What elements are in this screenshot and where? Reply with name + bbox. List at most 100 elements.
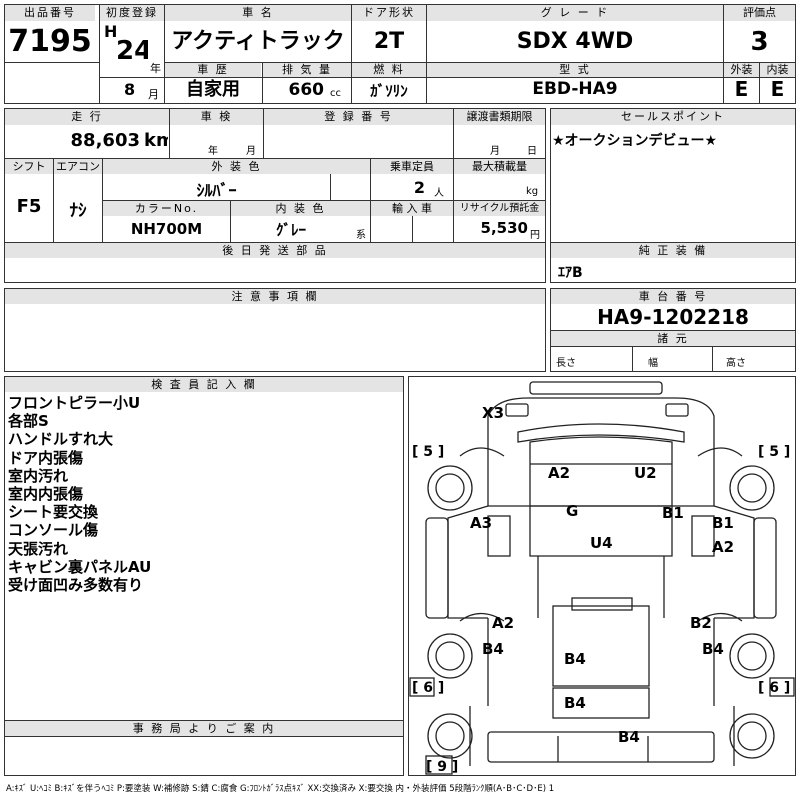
- notes-label: 注 意 事 項 欄: [5, 289, 545, 304]
- exterior-score: E: [734, 77, 749, 101]
- int-color-label: 内 装 色: [231, 201, 370, 216]
- office-label: 事 務 局 よ り ご 案 内: [5, 721, 403, 736]
- int-color: ｸﾞﾚｰ: [275, 221, 306, 239]
- shift-label: シフト: [5, 159, 53, 174]
- mark-a2-top: A2: [548, 464, 570, 482]
- inspector-line: 天張汚れ: [8, 539, 69, 558]
- capacity-unit: 人: [434, 188, 444, 199]
- lot-no-label: 出品番号: [5, 5, 95, 21]
- mileage-unit: km: [144, 130, 168, 151]
- inspector-line: 室内汚れ: [8, 466, 69, 485]
- era: H: [104, 22, 118, 41]
- inspector-line: キャビン裏パネルAU: [8, 557, 152, 576]
- grade-label: グ レ ー ド: [427, 5, 723, 21]
- year-unit: 年: [150, 62, 161, 75]
- mark-b4-left: B4: [482, 640, 504, 658]
- inspection-month-unit: 月: [246, 146, 256, 157]
- mark-b1-far: B1: [712, 514, 734, 532]
- mark-b1-right: B1: [662, 504, 684, 522]
- legend: A:ｷｽﾞ U:ﾍｺﾐ B:ｷｽﾞを伴うﾍｺﾐ P:要塗装 W:補修跡 S:錆 …: [6, 784, 555, 794]
- mileage-label: 走 行: [5, 109, 169, 125]
- first-reg-year: 24: [116, 36, 148, 66]
- mark-b4-bottom: B4: [618, 728, 640, 746]
- bracket-rear-right: [ 6 ]: [758, 680, 790, 696]
- score-label: 評価点: [724, 5, 795, 21]
- car-name-label: 車 名: [165, 5, 351, 21]
- ext-color-label: 外 装 色: [103, 159, 370, 174]
- top-section: [4, 4, 796, 104]
- ext-color: ｼﾙﾊﾞｰ: [196, 181, 237, 200]
- inspector-line: ハンドルすれ大: [8, 430, 114, 449]
- exterior-label: 外装: [724, 63, 759, 77]
- mark-b2: B2: [690, 614, 712, 632]
- notes-box: [4, 288, 546, 372]
- chassis-number: HA9-1202218: [597, 305, 749, 329]
- inspector-box: [4, 376, 404, 776]
- shift: F5: [16, 196, 42, 217]
- sales-point-label: セールスポイント: [551, 109, 795, 125]
- vehicle-info-section: [4, 108, 546, 283]
- recycle-unit: 円: [530, 230, 540, 241]
- sales-point: ★オークションデビュー★: [552, 133, 718, 149]
- inspector-line: ドア内張傷: [8, 448, 84, 467]
- mark-a2-mid: A2: [492, 614, 514, 632]
- max-load-unit: kg: [526, 186, 539, 197]
- car-name: アクティトラック: [171, 29, 345, 54]
- interior-label: 内装: [760, 63, 795, 77]
- mark-b4-center: B4: [564, 650, 586, 668]
- month-unit: 月: [148, 88, 159, 101]
- lot-no: 7195: [8, 24, 92, 59]
- mark-u2: U2: [634, 464, 657, 482]
- capacity-label: 乗車定員: [371, 159, 453, 174]
- equipment: ｴｱB: [558, 265, 583, 281]
- transfer-month-unit: 月: [490, 146, 500, 157]
- door-label: ドア形状: [352, 5, 426, 21]
- spec-label: 諸 元: [551, 331, 795, 346]
- door-type: 2T: [373, 29, 405, 54]
- inspector-line: 受け面凹み多数有り: [8, 576, 144, 595]
- displacement-label: 排 気 量: [263, 63, 351, 77]
- bracket-front-right: [ 5 ]: [758, 444, 790, 460]
- mark-b4-right: B4: [702, 640, 724, 658]
- bracket-rear-left: [ 6 ]: [412, 680, 444, 696]
- inspector-line: フロントピラー小U: [8, 394, 141, 412]
- model-code: EBD-HA9: [532, 79, 618, 99]
- inspector-line: コンソール傷: [8, 521, 99, 540]
- int-color-suffix: 系: [356, 230, 366, 241]
- capacity: 2: [413, 178, 425, 197]
- ac-label: エアコン: [54, 159, 102, 174]
- recycle-fee: 5,530: [480, 219, 528, 237]
- inspector-line: 各部S: [8, 412, 49, 431]
- color-no: NH700M: [130, 220, 203, 238]
- mark-g: G: [566, 502, 578, 520]
- later-parts-label: 後 日 発 送 部 品: [5, 243, 545, 258]
- chassis-label: 車 台 番 号: [551, 289, 795, 304]
- displacement: 660: [288, 80, 325, 100]
- mark-b4-bed: B4: [564, 694, 586, 712]
- equipment-label: 純 正 装 備: [551, 243, 795, 258]
- max-load-label: 最大積載量: [454, 159, 545, 174]
- recycle-label: リサイクル預託金: [454, 201, 545, 216]
- width-label: 幅: [648, 358, 658, 369]
- history-label: 車 歴: [165, 63, 261, 77]
- first-reg-label: 初度登録: [100, 5, 164, 21]
- mileage: 88,603: [70, 130, 140, 151]
- first-reg-month: 8: [124, 80, 136, 99]
- import-label: 輸 入 車: [371, 201, 453, 216]
- ac: ﾅｼ: [69, 201, 87, 221]
- inspection-label: 車 検: [170, 109, 263, 125]
- mark-a2-right: A2: [712, 538, 734, 556]
- inspection-year-unit: 年: [208, 146, 218, 157]
- bracket-bottom: [ 9 ]: [426, 759, 458, 775]
- inspector-line: シート要交換: [8, 503, 99, 522]
- reg-no-label: 登 録 番 号: [264, 109, 453, 125]
- color-no-label: カラーNo.: [103, 201, 230, 216]
- mark-u4: U4: [590, 534, 613, 552]
- damage-diagram: X3 A2 U2 G B1 A3 U4 B1 A2 A2 B2 B4 B4 B4…: [409, 381, 795, 775]
- mark-x3: X3: [482, 404, 504, 422]
- score: 3: [750, 27, 769, 57]
- model-code-label: 型 式: [427, 63, 723, 77]
- grade: SDX 4WD: [516, 29, 634, 54]
- length-label: 長さ: [556, 358, 576, 369]
- fuel-label: 燃 料: [352, 63, 426, 77]
